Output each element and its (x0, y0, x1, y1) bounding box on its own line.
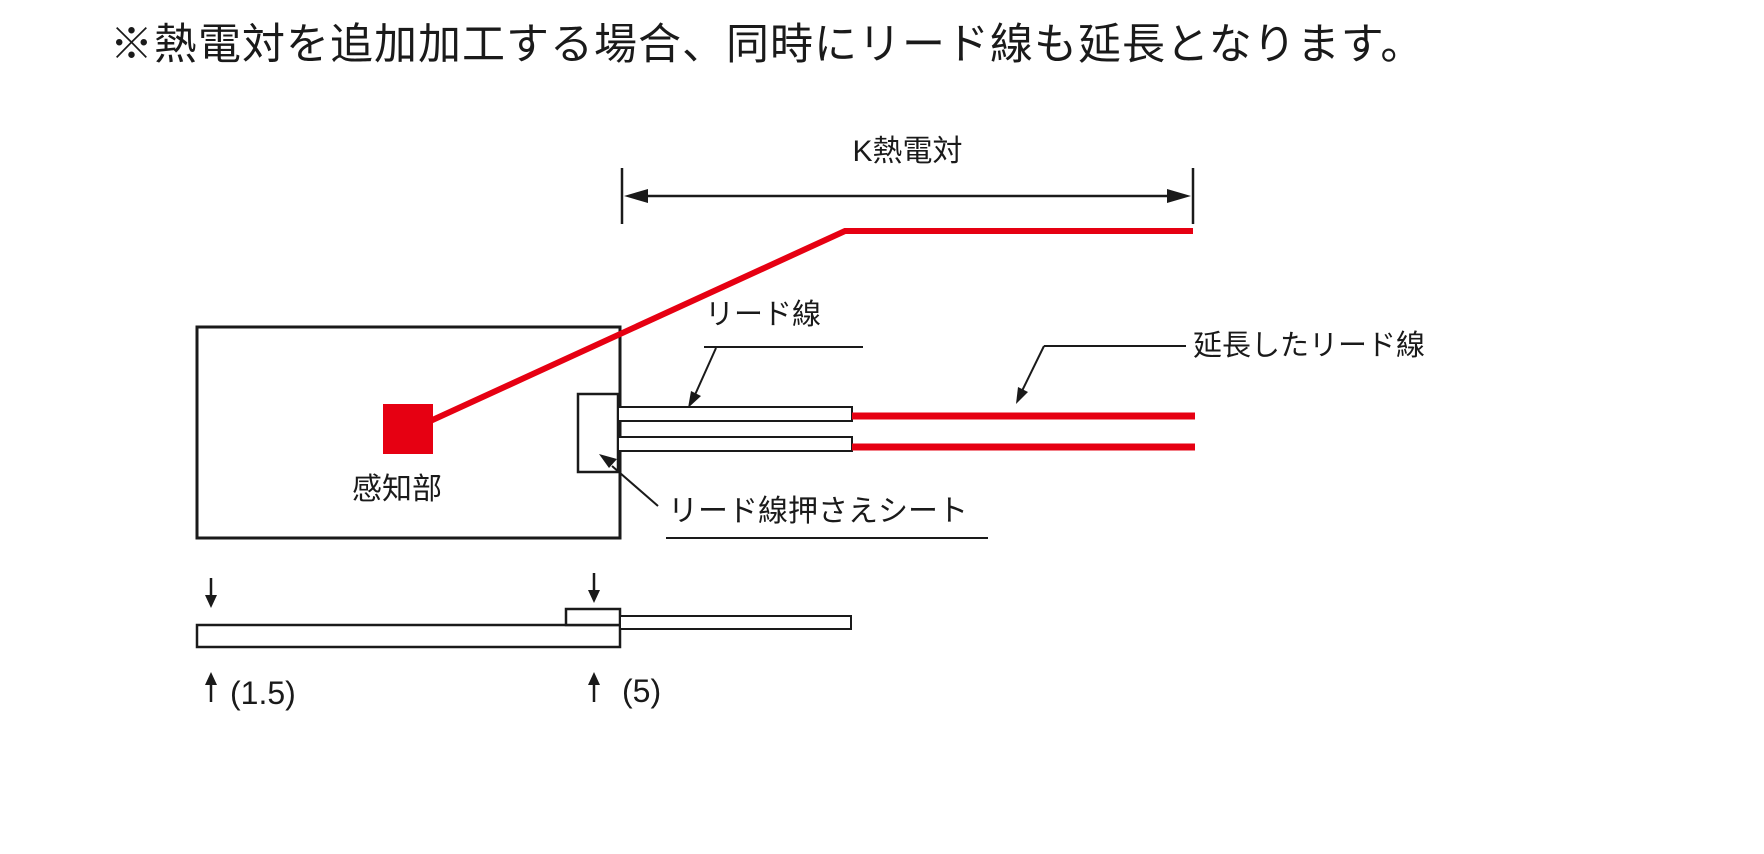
k-thermocouple-dimension (620, 168, 1195, 224)
extended-lead-wire-leader (1016, 345, 1186, 404)
thermocouple-wire (413, 228, 1193, 431)
lead-wire-label: リード線 (705, 299, 822, 331)
thickness-dimension-arrows (205, 573, 600, 702)
side-view (195, 607, 852, 649)
k-thermocouple-label: K熱電対 (852, 135, 963, 168)
holding-sheet-label: リード線押さえシート (668, 495, 968, 528)
sensing-element (383, 404, 433, 454)
holding-sheet-leader (599, 454, 988, 539)
note-text: ※熱電対を追加加工する場合、同時にリード線も延長となります。 (110, 21, 1425, 69)
sheet-thickness-dimension: (5) (622, 673, 662, 709)
extended-lead-wires (852, 412, 1195, 451)
extended-lead-wire-label: 延長したリード線 (1193, 330, 1426, 362)
plate-thickness-dimension: (1.5) (230, 675, 296, 711)
sensing-part-label: 感知部 (352, 473, 442, 506)
lead-wires (617, 406, 853, 452)
lead-wire-leader (688, 346, 863, 408)
